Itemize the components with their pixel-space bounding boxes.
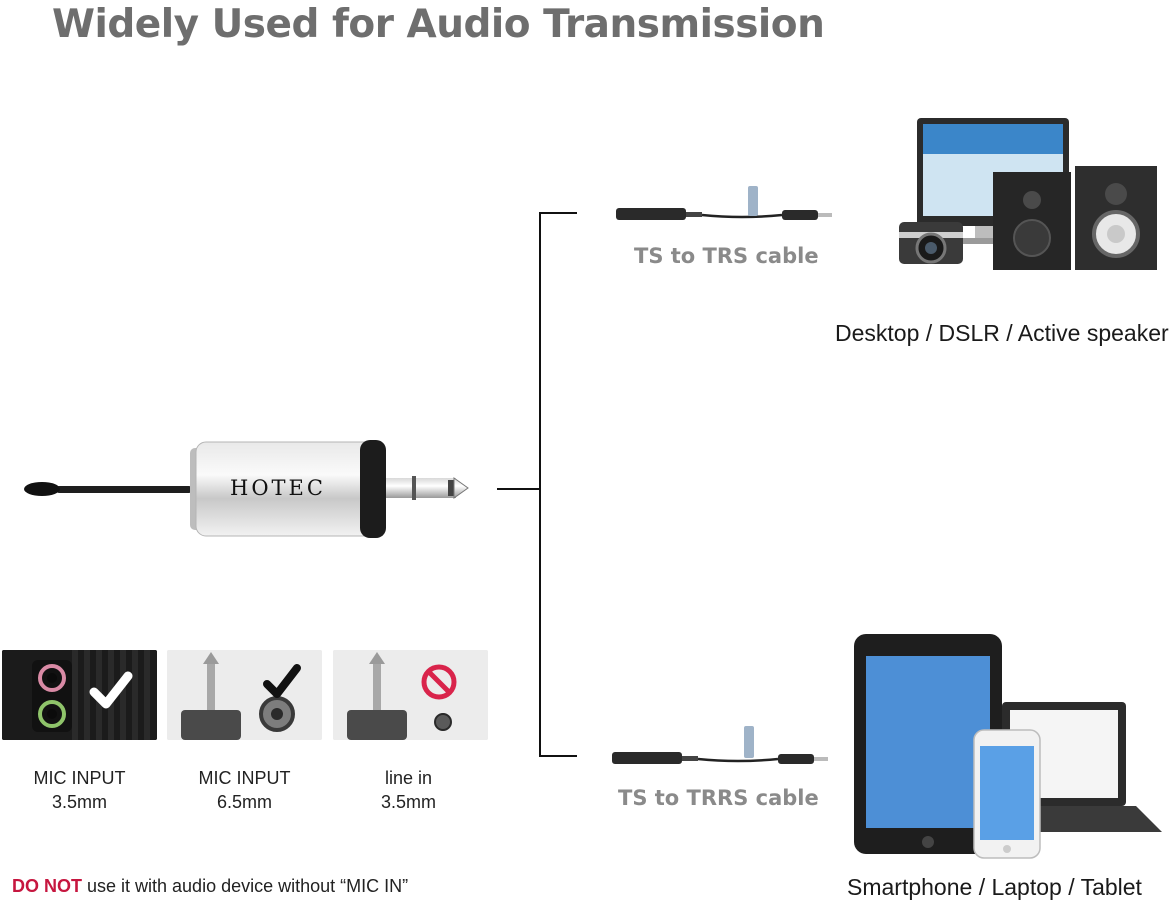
line-in-jack-icon <box>333 650 488 740</box>
mic-jack-6-5mm-icon <box>167 650 322 740</box>
input-size: 6.5mm <box>216 792 272 812</box>
destination-label-desktop: Desktop / DSLR / Active speaker <box>835 320 1169 346</box>
connector-vertical <box>539 212 541 757</box>
tablet-phone-laptop-image <box>854 634 1162 859</box>
cable-label-trrs: TS to TRRS cable <box>618 786 819 810</box>
connector-top-branch <box>539 212 577 214</box>
input-label-3: line in 3.5mm <box>331 766 486 814</box>
destination-label-mobile: Smartphone / Laptop / Tablet <box>847 874 1142 900</box>
warning-text: use it with audio device without “MIC IN… <box>82 876 409 896</box>
warning-note: DO NOT use it with audio device without … <box>12 876 408 897</box>
input-label-2: MIC INPUT 6.5mm <box>167 766 322 814</box>
input-card-mic-6-5mm <box>167 650 322 740</box>
input-size: 3.5mm <box>380 792 436 812</box>
desktop-dslr-speaker-image <box>899 118 1157 270</box>
prohibited-icon <box>421 664 457 700</box>
input-card-line-in-3-5mm <box>333 650 488 740</box>
input-name: MIC INPUT <box>198 768 291 788</box>
input-label-1: MIC INPUT 3.5mm <box>2 766 157 814</box>
mic-jack-3-5mm-icon <box>2 650 157 740</box>
warning-emphasis: DO NOT <box>12 876 82 896</box>
input-name: line in <box>384 768 433 788</box>
wireless-receiver-image <box>24 440 469 538</box>
connector-bottom-branch <box>539 755 577 757</box>
ts-to-trs-cable-image <box>616 186 832 220</box>
cable-label-trs: TS to TRS cable <box>634 244 819 268</box>
input-card-mic-3-5mm <box>2 650 157 740</box>
ts-to-trrs-cable-image <box>612 726 828 764</box>
page-title: Widely Used for Audio Transmission <box>52 2 825 47</box>
input-size: 3.5mm <box>51 792 107 812</box>
input-name: MIC INPUT <box>33 768 126 788</box>
connector-stem <box>497 488 540 490</box>
device-brand-logo: HOTEC <box>230 476 326 500</box>
